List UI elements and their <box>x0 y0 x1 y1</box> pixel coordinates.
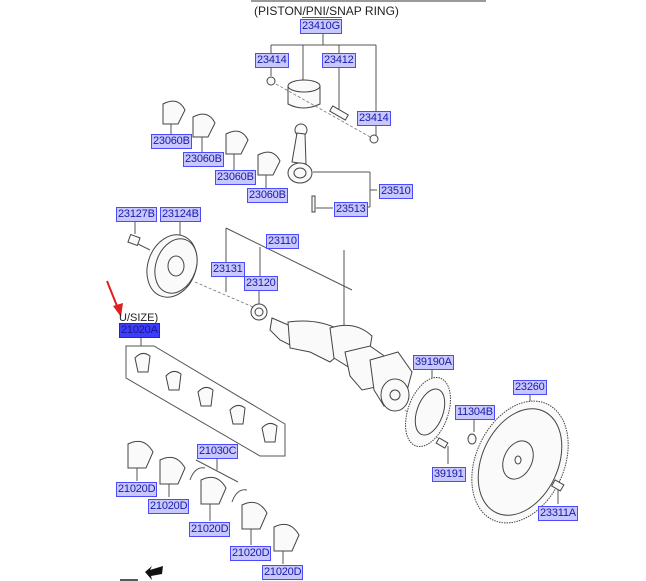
pointer-arrow-icon <box>106 280 123 317</box>
part-label-23060B[interactable]: 23060B <box>215 170 256 185</box>
piston-part <box>266 76 379 144</box>
group-note: (PISTON/PNI/SNAP RING) <box>254 4 399 18</box>
part-label-21020A-selected[interactable]: 21020A <box>119 323 160 338</box>
part-label-23060B[interactable]: 23060B <box>183 152 224 167</box>
part-label-21020D[interactable]: 21020D <box>148 499 190 514</box>
part-label-23127B[interactable]: 23127B <box>116 207 157 222</box>
crankshaft-leaders <box>225 227 353 330</box>
drive-plate-part <box>405 369 477 464</box>
lower-bearing-shells <box>127 440 300 564</box>
part-label-23414[interactable]: 23414 <box>255 53 289 68</box>
part-label-21030C[interactable]: 21030C <box>197 444 239 459</box>
navigate-back-arrow-icon[interactable] <box>120 566 163 581</box>
conrod-bearing-shells <box>162 100 281 188</box>
part-label-23060B[interactable]: 23060B <box>151 134 192 149</box>
part-label-23510[interactable]: 23510 <box>379 184 413 199</box>
part-label-21020D[interactable]: 21020D <box>262 565 304 580</box>
part-label-23110[interactable]: 23110 <box>266 234 299 249</box>
flywheel-part <box>471 394 569 524</box>
undersize-note: U/SIZE) <box>119 312 159 324</box>
part-label-23260[interactable]: 23260 <box>513 380 547 395</box>
part-label-21020D[interactable]: 21020D <box>116 482 158 497</box>
part-label-23513[interactable]: 23513 <box>334 202 368 217</box>
part-label-21020D[interactable]: 21020D <box>230 546 272 561</box>
part-label-23124B[interactable]: 23124B <box>160 207 201 222</box>
part-label-23060B[interactable]: 23060B <box>247 188 288 203</box>
part-label-39190A[interactable]: 39190A <box>413 355 454 370</box>
part-label-23311A[interactable]: 23311A <box>538 506 578 521</box>
part-label-23414[interactable]: 23414 <box>357 111 391 126</box>
part-label-21020D[interactable]: 21020D <box>189 522 231 537</box>
piston-group-leaders <box>270 32 377 136</box>
pni-underline <box>302 17 342 18</box>
connecting-rod-part <box>287 123 377 213</box>
crank-pulley-part <box>127 220 261 311</box>
part-label-11304B[interactable]: 11304B <box>455 405 495 420</box>
header-divider <box>251 0 486 2</box>
main-bearing-set-box <box>125 337 286 457</box>
part-label-23131[interactable]: 23131 <box>211 262 245 277</box>
part-label-39191[interactable]: 39191 <box>432 467 466 482</box>
part-label-23120[interactable]: 23120 <box>244 276 278 291</box>
part-label-23410G[interactable]: 23410G <box>300 19 342 34</box>
part-label-23412[interactable]: 23412 <box>322 53 356 68</box>
